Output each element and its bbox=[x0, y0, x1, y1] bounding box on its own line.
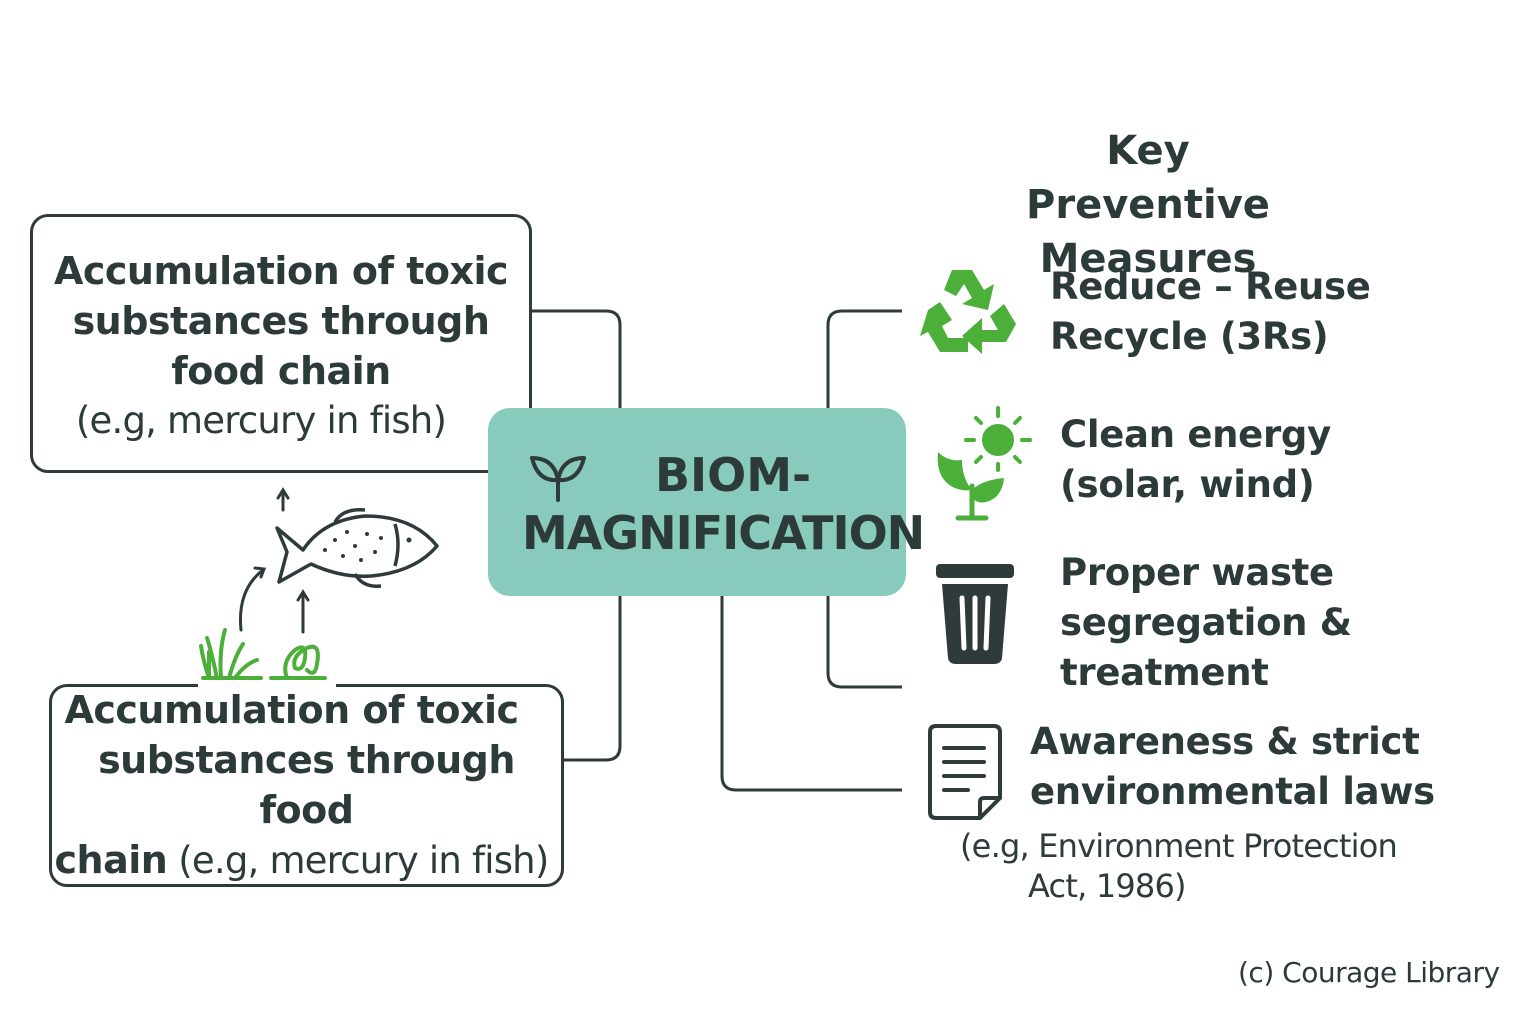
measure-energy-line1: Clean energy bbox=[1060, 413, 1331, 456]
measure-energy-text: Clean energy (solar, wind) bbox=[1060, 410, 1331, 510]
measures-heading-line1: Key Preventive bbox=[1026, 128, 1270, 228]
cause-box-top: Accumulation of toxic substances through… bbox=[30, 214, 532, 473]
document-icon bbox=[928, 724, 1002, 820]
cause-bottom-note: (e.g, mercury in fish) bbox=[167, 839, 549, 882]
measure-laws-note-line2: Act, 1986) bbox=[1028, 867, 1187, 905]
connector-measure-recycle bbox=[826, 309, 902, 408]
credit-text: (c) Courage Library bbox=[1238, 956, 1500, 989]
grass-icon bbox=[199, 628, 263, 680]
recycle-icon bbox=[920, 270, 1016, 354]
measure-recycle-text: Reduce – Reuse Recycle (3Rs) bbox=[1050, 262, 1371, 362]
algae-icon bbox=[269, 644, 327, 680]
cause-top-line1: Accumulation of toxic bbox=[53, 248, 509, 293]
connector-bottom-cause bbox=[563, 596, 622, 762]
measure-waste-text: Proper waste segregation & treatment bbox=[1060, 548, 1352, 698]
cause-top-note: (e.g, mercury in fish) bbox=[75, 398, 447, 442]
fish-icon bbox=[275, 508, 439, 588]
measure-recycle-line1: Reduce – Reuse bbox=[1050, 265, 1371, 308]
cause-bottom-line3: chain (e.g, mercury in fish) bbox=[54, 835, 550, 886]
cause-top-line3: food chain bbox=[171, 348, 391, 393]
center-node bbox=[488, 408, 906, 596]
icon-gap-mask bbox=[198, 678, 336, 690]
cause-box-bottom: Accumulation of toxic substances through… bbox=[49, 684, 564, 887]
trash-bin-icon bbox=[936, 564, 1014, 664]
measure-laws-text: Awareness & strict environmental laws bbox=[1030, 717, 1435, 817]
measure-laws-line2: environmental laws bbox=[1030, 770, 1435, 813]
measure-waste-line2: segregation & bbox=[1060, 601, 1352, 644]
measures-heading: Key Preventive Measures bbox=[990, 124, 1306, 286]
center-title-line1: BIOM- bbox=[655, 448, 812, 502]
cause-bottom-line2: substances through food bbox=[98, 738, 515, 832]
connector-top-cause bbox=[530, 309, 622, 408]
measures-heading-line2: Measures bbox=[1039, 236, 1257, 282]
center-title-line2: MAGNIFICATION bbox=[522, 506, 925, 560]
food-chain-illustration bbox=[199, 487, 439, 680]
cause-bottom-line1: Accumulation of toxic bbox=[64, 688, 519, 732]
measure-waste-line1: Proper waste bbox=[1060, 551, 1334, 594]
sun-icon bbox=[964, 406, 1032, 472]
measure-laws-line1: Awareness & strict bbox=[1030, 720, 1420, 763]
arrow-up-icon bbox=[238, 487, 310, 634]
cause-top-line2: substances through bbox=[72, 298, 490, 343]
measure-energy-line2: (solar, wind) bbox=[1060, 463, 1315, 506]
measure-waste-line3: treatment bbox=[1060, 651, 1269, 694]
measure-recycle-line2: Recycle (3Rs) bbox=[1050, 315, 1329, 358]
connector-measure-laws bbox=[720, 596, 902, 792]
clean-energy-icon bbox=[937, 406, 1032, 521]
connector-measure-waste bbox=[826, 596, 902, 689]
measure-laws-note-line1: (e.g, Environment Protection bbox=[960, 827, 1398, 865]
plant-icon bbox=[937, 452, 1004, 521]
cause-bottom-chain: chain bbox=[54, 838, 168, 882]
sprout-icon bbox=[530, 456, 586, 502]
